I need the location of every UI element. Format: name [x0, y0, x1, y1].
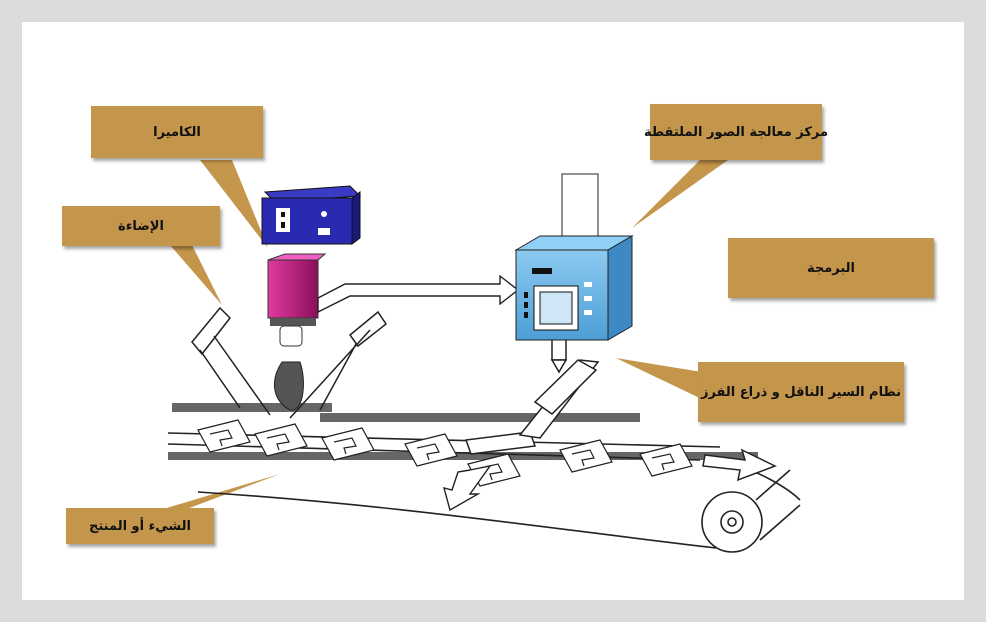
- product-item: [254, 423, 308, 457]
- arrow-icon: [702, 448, 777, 482]
- label-lighting: الإضاءة: [62, 206, 220, 246]
- product-item: [321, 427, 375, 461]
- sorting-arm: [464, 337, 600, 455]
- callout-pointers: [160, 160, 728, 510]
- label-programming: البرمجة: [728, 238, 934, 298]
- product-item: [639, 443, 693, 477]
- label-image-processing-center: مركز معالجة الصور الملتقطة: [644, 104, 828, 160]
- lens-icon: [267, 253, 327, 411]
- product-item: [559, 439, 613, 473]
- product-item: [404, 433, 458, 467]
- conveyor-icon: [167, 403, 801, 553]
- arrow-icon: [443, 464, 492, 512]
- label-conveyor-and-sorting-arm: نظام السير الناقل و ذراع الفرز: [698, 362, 904, 422]
- computer-icon: [514, 173, 634, 341]
- camera-icon: [261, 185, 362, 245]
- arrow-icon: [317, 274, 520, 314]
- lamp-icon: [191, 306, 388, 419]
- label-object-or-product: الشيء أو المنتج: [66, 508, 214, 544]
- products-on-belt: [197, 419, 693, 487]
- label-camera: الكاميرا: [91, 106, 263, 158]
- product-item: [197, 419, 251, 453]
